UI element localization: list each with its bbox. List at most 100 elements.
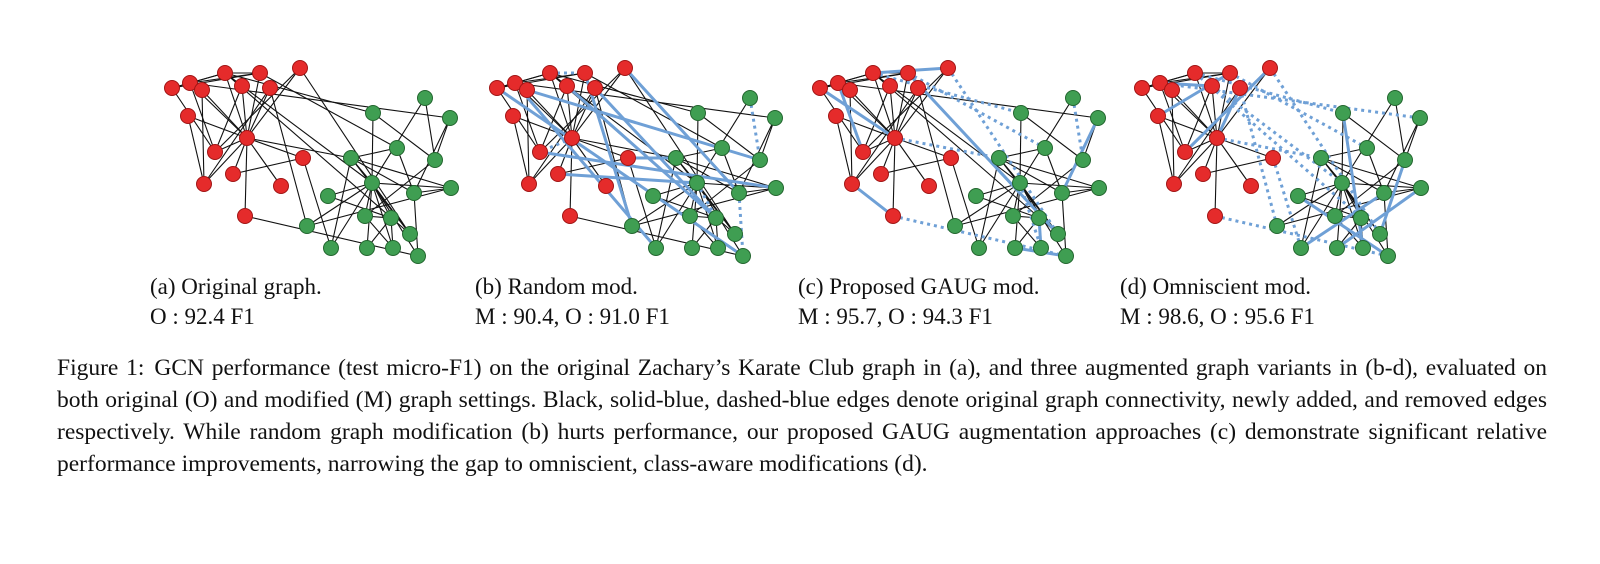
added-edge [593,86,718,220]
original-edge [330,157,352,249]
original-edge [246,137,352,159]
original-edge [232,157,304,175]
graph-node-class-a [828,108,844,124]
original-edge [1012,159,1084,217]
graph-node-class-a [1150,108,1166,124]
graph-node-class-b [1372,226,1388,242]
graph-node-class-b [731,185,747,201]
added-edge [1157,71,1231,118]
caption-b-title: (b) Random mod. [475,274,638,299]
original-edge [246,87,271,139]
graph-node-class-b [299,218,315,234]
graph-node-class-b [1091,180,1107,196]
added-edge [906,71,1060,236]
graph-node-class-a [559,78,575,94]
original-edge [862,67,949,153]
original-edge [849,89,896,139]
original-edge [246,137,304,159]
graph-node-class-a [550,166,566,182]
graph-node-class-b [1313,150,1329,166]
graph-node-class-a [1152,75,1168,91]
original-edge [512,115,573,139]
added-edge [1297,194,1389,258]
graph-node-class-b [443,180,459,196]
caption-c-title: (c) Proposed GAUG mod. [798,274,1040,299]
graph-node-class-b [971,240,987,256]
original-edge [894,87,919,139]
original-edge [539,67,626,153]
graph-node-class-a [921,178,937,194]
original-edge [1383,192,1389,257]
graph-node-class-a [1222,65,1238,81]
graph-node-class-a [519,82,535,98]
original-edge [1342,112,1406,161]
original-edge [851,87,919,185]
original-edge [171,72,226,89]
added-edge [819,86,896,140]
graph-node-class-a [1177,144,1193,160]
graph-node-class-b [1380,248,1396,264]
graph-node-class-b [708,210,724,226]
original-edge [998,157,1063,194]
original-edge [201,89,248,139]
original-edge [1334,159,1406,217]
panel-d-omniscient: (d) Omniscient mod. M : 98.6, O : 95.6 F… [1120,40,1430,329]
added-edge [1215,87,1242,139]
graph-node-class-b [343,150,359,166]
original-edge [835,115,896,139]
graph-node-class-a [489,80,505,96]
graph-node-class-b [682,208,698,224]
graph-node-class-a [182,75,198,91]
graph-node-class-b [684,240,700,256]
graph-node-class-a [830,75,846,91]
graph-node-class-b [1007,240,1023,256]
graph-node-class-a [844,176,860,192]
original-edge [1171,89,1175,185]
original-edge [1173,137,1218,185]
graph-node-class-a [564,130,580,146]
original-edge [917,87,956,227]
graph-node-class-a [1243,178,1259,194]
graph-node-class-b [1329,240,1345,256]
graph-node-class-a [1134,80,1150,96]
original-edge [862,85,891,153]
graph-node-class-b [710,240,726,256]
removed-edge [1271,157,1303,249]
graph-node-class-b [1269,218,1285,234]
caption-a-title: (a) Original graph. [150,274,322,299]
graph-node-class-a [598,178,614,194]
original-edge [350,157,411,235]
graph-node-class-b [1376,185,1392,201]
removed-edge [748,97,762,161]
graph-node-class-b [624,218,640,234]
graph-node-class-a [505,108,521,124]
figure-caption: Figure 1:GCN performance (test micro-F1)… [57,352,1547,480]
original-edge [880,157,952,175]
original-edge [528,137,573,185]
graph-node-class-b [1012,175,1028,191]
graph-node-class-b [385,240,401,256]
graph-node-class-b [1387,90,1403,106]
original-edge [187,115,248,139]
removed-edge [1268,67,1382,235]
graph-node-class-b [767,110,783,126]
graph-node-class-a [234,78,250,94]
graph-node-class-b [442,110,458,126]
caption-c-score: M : 95.7, O : 94.3 F1 [798,304,993,329]
graph-node-class-a [217,65,233,81]
graph-node-class-b [1075,152,1091,168]
original-edge [306,182,373,227]
removed-edge [1194,71,1343,185]
graph-node-class-b [1050,226,1066,242]
panel-c-gaug: (c) Proposed GAUG mod. M : 95.7, O : 94.… [798,40,1108,329]
original-edge [950,157,980,249]
graph-node-class-b [323,240,339,256]
figure-caption-text: GCN performance (test micro-F1) on the o… [57,355,1548,477]
graph-node-class-b [357,208,373,224]
caption-d-score: M : 98.6, O : 95.6 F1 [1120,304,1315,329]
graph-node-class-b [410,248,426,264]
graph-node-class-b [1005,208,1021,224]
graph-node-class-a [855,144,871,160]
original-edge [306,187,452,227]
original-edge [187,115,205,185]
